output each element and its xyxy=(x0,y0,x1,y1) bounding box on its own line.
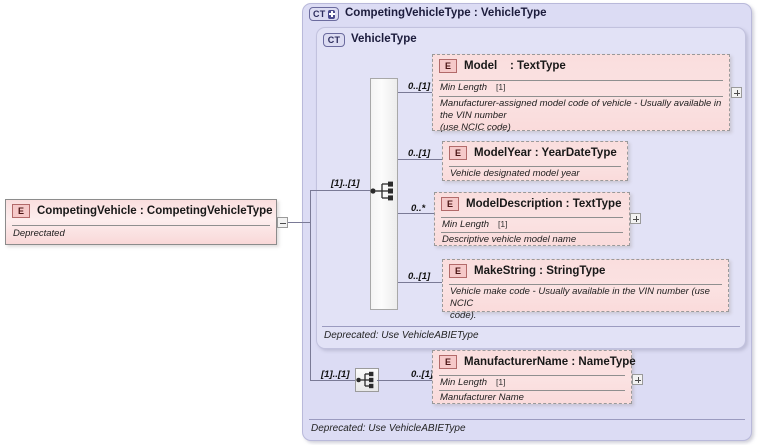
element-title: MakeString : StringType xyxy=(474,265,606,277)
element-icon: E xyxy=(439,59,457,73)
inner-deprecated-note: Deprecated: Use VehicleABIEType xyxy=(324,330,479,341)
facet-min-length: Min Length[1] xyxy=(442,219,508,230)
connector-modelyear xyxy=(398,159,442,160)
element-header: E ModelDescription : TextType xyxy=(435,193,629,215)
element-box-manufacturername[interactable]: E ManufacturerName : NameType Min Length… xyxy=(432,350,636,404)
sequence-icon-svg xyxy=(356,371,374,389)
cardinality-sequence-manufacturername: [1]..[1] xyxy=(321,369,350,380)
element-documentation: Manufacturer Name xyxy=(440,392,524,403)
plus-expander-modeldescription[interactable] xyxy=(630,213,641,224)
element-rule-2 xyxy=(439,390,625,391)
element-title: ModelYear : YearDateType xyxy=(474,147,617,159)
element-header: E CompetingVehicle : CompetingVehicleTyp… xyxy=(6,200,276,222)
cardinality-model: 0..[1] xyxy=(408,81,431,92)
element-documentation: Descriptive vehicle model name xyxy=(442,234,577,245)
ct-icon[interactable]: CT xyxy=(323,33,345,47)
element-icon: E xyxy=(12,204,30,218)
element-title: CompetingVehicle : CompetingVehicleType xyxy=(37,205,273,217)
cardinality-makestring: 0..[1] xyxy=(408,271,431,282)
element-rule xyxy=(449,166,621,167)
connector-trunk xyxy=(310,190,311,380)
element-box-modelyear[interactable]: E ModelYear : YearDateType Vehicle desig… xyxy=(442,141,628,181)
element-rule xyxy=(12,225,270,226)
minus-expander-competingvehicle[interactable] xyxy=(277,217,288,228)
cardinality-modeldescription: 0..* xyxy=(411,203,426,214)
ct-icon-label: CT xyxy=(327,35,341,45)
element-header: E Model : TextType xyxy=(433,55,729,77)
element-title: ManufacturerName : NameType xyxy=(464,356,636,368)
element-rule xyxy=(439,375,625,376)
element-rule xyxy=(449,284,722,285)
ct-plus-icon[interactable]: CT xyxy=(309,7,339,21)
element-rule-2 xyxy=(439,96,723,97)
cardinality-sequence-vehicletype: [1]..[1] xyxy=(331,178,360,189)
connector-manufacturername xyxy=(377,380,432,381)
element-header: E MakeString : StringType xyxy=(443,260,728,282)
sequence-compositor-icon-manufacturername[interactable] xyxy=(355,368,379,392)
element-header: E ManufacturerName : NameType xyxy=(433,351,636,373)
cardinality-manufacturername: 0..[1] xyxy=(411,369,434,380)
element-rule-2 xyxy=(441,232,623,233)
complextype-title: CompetingVehicleType : VehicleType xyxy=(345,7,547,19)
connector-makestring xyxy=(398,282,442,283)
element-rule xyxy=(441,217,623,218)
outer-footer-separator xyxy=(309,419,745,420)
plus-expander-model[interactable] xyxy=(731,87,742,98)
element-box-makestring[interactable]: E MakeString : StringType Vehicle make c… xyxy=(442,259,729,321)
facet-min-length: Min Length[1] xyxy=(440,377,506,388)
connector-modeldescription xyxy=(398,213,434,214)
cardinality-modelyear: 0..[1] xyxy=(408,148,431,159)
element-icon: E xyxy=(449,264,467,278)
element-documentation: Deprectated xyxy=(13,228,65,239)
sequence-bar-vehicletype[interactable] xyxy=(370,78,398,310)
inner-footer-separator xyxy=(322,326,740,327)
element-box-modeldescription[interactable]: E ModelDescription : TextType Min Length… xyxy=(434,192,630,246)
ct-plus-icon-label: CT xyxy=(313,9,326,19)
element-rule xyxy=(439,80,723,81)
sequence-compositor-icon[interactable] xyxy=(369,180,399,202)
vehicletype-title: VehicleType xyxy=(351,33,417,45)
element-title: Model : TextType xyxy=(464,60,566,72)
element-documentation: Vehicle make code - Usually available in… xyxy=(450,286,710,321)
element-icon: E xyxy=(441,197,459,211)
connector-to-manufacturer-compositor xyxy=(310,380,355,381)
connector-root-stub xyxy=(288,222,310,223)
connector-model xyxy=(398,92,432,93)
plus-expander-manufacturername[interactable] xyxy=(632,374,643,385)
element-title: ModelDescription : TextType xyxy=(466,198,622,210)
sequence-icon-svg xyxy=(370,181,393,201)
outer-deprecated-note: Deprecated: Use VehicleABIEType xyxy=(311,423,466,434)
facet-min-length: Min Length[1] xyxy=(440,82,506,93)
element-box-competingvehicle[interactable]: E CompetingVehicle : CompetingVehicleTyp… xyxy=(5,199,277,245)
element-icon: E xyxy=(439,355,457,369)
element-documentation: Vehicle designated model year xyxy=(450,168,580,179)
plus-glyph-icon xyxy=(327,9,336,19)
element-box-model[interactable]: E Model : TextType Min Length[1] Manufac… xyxy=(432,54,730,133)
element-icon: E xyxy=(449,146,467,160)
connector-to-sequence-bar xyxy=(310,190,370,191)
element-header: E ModelYear : YearDateType xyxy=(443,142,627,164)
element-documentation: Manufacturer-assigned model code of vehi… xyxy=(440,98,722,133)
